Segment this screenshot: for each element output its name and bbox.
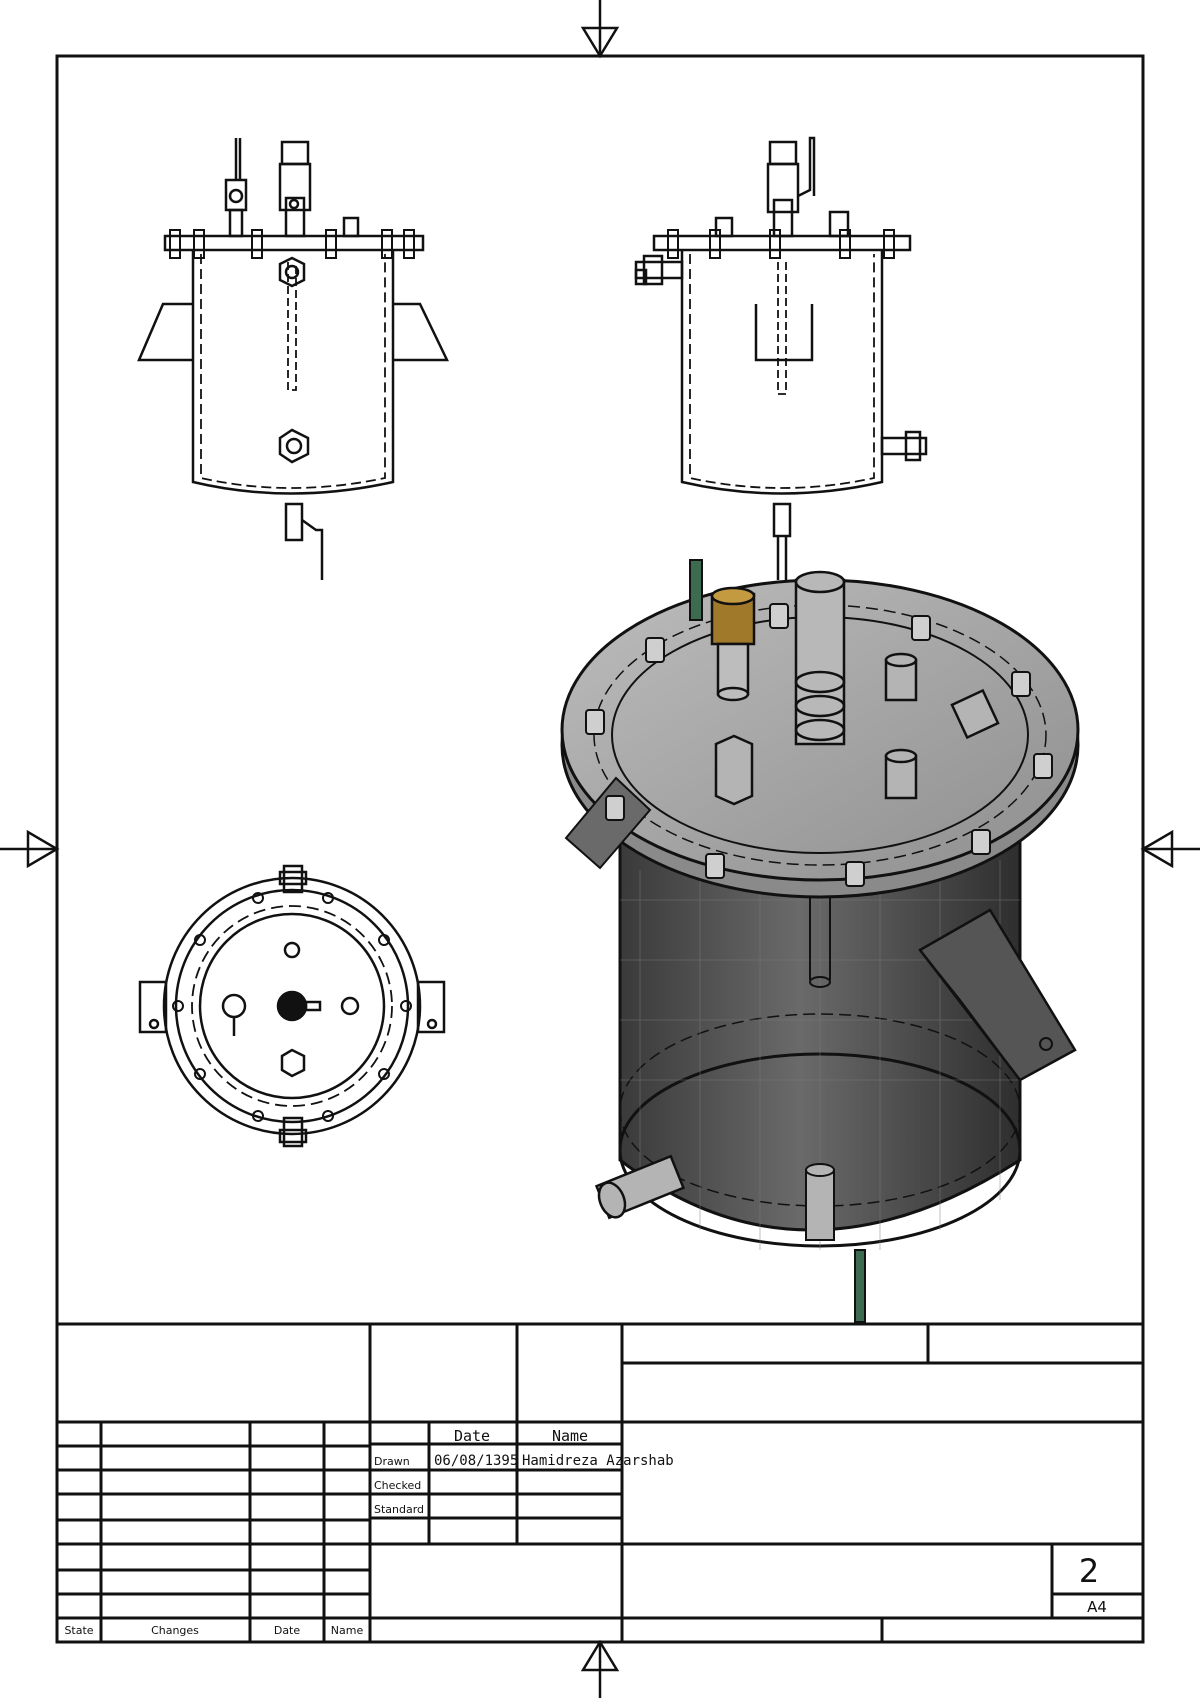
centering-mark-right xyxy=(1140,829,1200,869)
row-label-checked: Checked xyxy=(374,1479,421,1492)
isometric-view xyxy=(560,559,1080,1323)
revision-header-changes: Changes xyxy=(151,1624,199,1637)
row-label-drawn: Drawn xyxy=(374,1455,410,1468)
sheet-number: 2 xyxy=(1079,1552,1099,1590)
revision-header-name: Name xyxy=(331,1624,364,1637)
drawn-date-value: 06/08/1395 xyxy=(434,1453,518,1469)
sheet-size: A4 xyxy=(1087,1598,1107,1616)
revision-header-state: State xyxy=(64,1624,93,1637)
title-block xyxy=(57,1322,1143,1642)
centering-mark-left xyxy=(0,829,60,869)
front-view xyxy=(137,138,449,580)
top-view xyxy=(138,864,446,1148)
centering-mark-bottom xyxy=(580,1639,620,1698)
column-header-name: Name xyxy=(552,1427,588,1445)
drawn-name-value: Hamidreza Azarshab xyxy=(522,1453,674,1469)
centering-mark-top xyxy=(580,0,620,59)
row-label-standard: Standard xyxy=(374,1503,424,1516)
side-view xyxy=(634,136,928,580)
revision-header-date: Date xyxy=(274,1624,301,1637)
column-header-date: Date xyxy=(454,1427,490,1445)
